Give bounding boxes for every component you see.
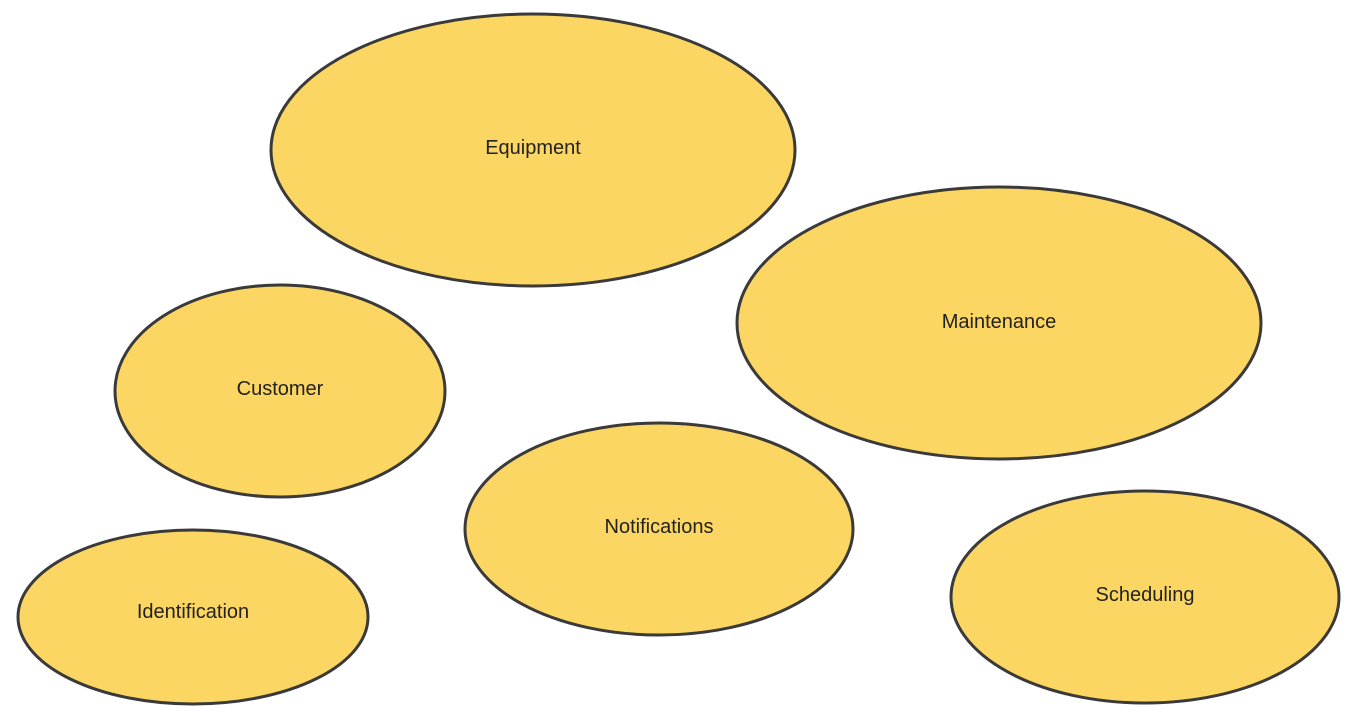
node-identification-ellipse bbox=[16, 528, 370, 706]
node-notifications-label: Notifications bbox=[605, 516, 714, 538]
node-customer-label: Customer bbox=[237, 378, 324, 400]
node-scheduling-label: Scheduling bbox=[1096, 584, 1195, 606]
node-notifications-ellipse bbox=[463, 421, 855, 637]
node-scheduling-ellipse bbox=[949, 489, 1341, 705]
node-maintenance[interactable]: Maintenance bbox=[735, 185, 1263, 461]
node-scheduling[interactable]: Scheduling bbox=[949, 489, 1341, 705]
node-maintenance-label: Maintenance bbox=[942, 311, 1057, 333]
node-equipment-label: Equipment bbox=[485, 137, 581, 159]
node-equipment-ellipse bbox=[269, 12, 797, 288]
node-equipment[interactable]: Equipment bbox=[269, 12, 797, 288]
node-identification-label: Identification bbox=[137, 601, 249, 623]
node-maintenance-ellipse bbox=[735, 185, 1263, 461]
node-notifications[interactable]: Notifications bbox=[463, 421, 855, 637]
node-identification[interactable]: Identification bbox=[16, 528, 370, 706]
node-customer[interactable]: Customer bbox=[113, 283, 447, 499]
node-customer-ellipse bbox=[113, 283, 447, 499]
